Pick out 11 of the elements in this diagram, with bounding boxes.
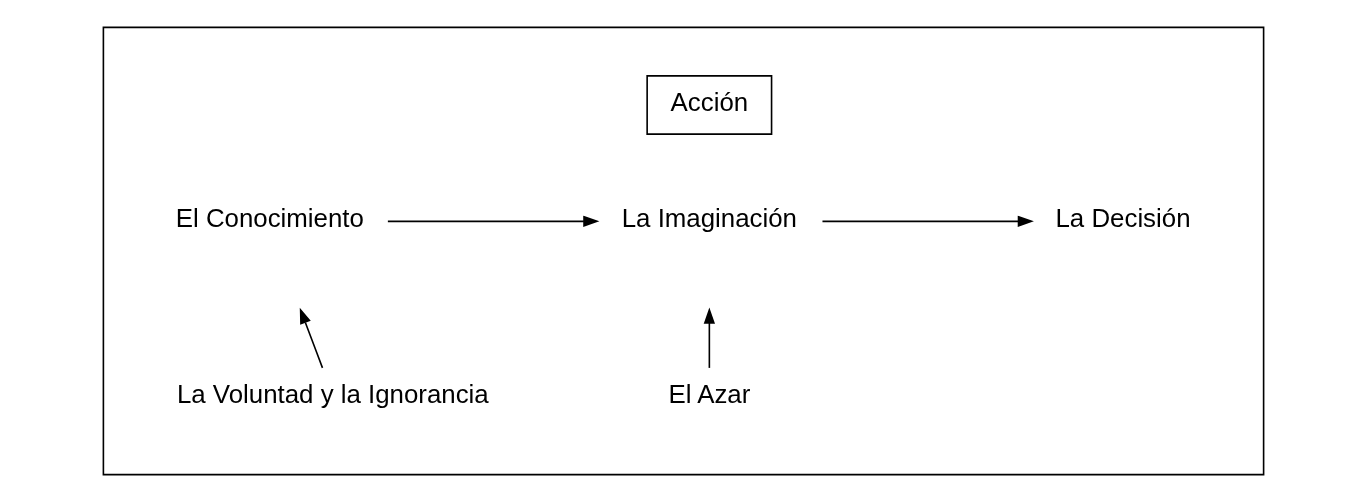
arrow <box>703 307 715 369</box>
arrow <box>386 215 599 227</box>
node-text: La Imaginación <box>621 204 797 233</box>
node-text: La Voluntad y la Ignorancia <box>176 380 489 409</box>
node-text: El Conocimiento <box>175 204 364 233</box>
node-text: El Azar <box>667 380 750 409</box>
arrow <box>299 307 323 369</box>
node-text: La Decisión <box>1055 204 1191 233</box>
node-box: Acción <box>645 75 772 135</box>
cluster <box>102 26 1264 476</box>
arrow <box>821 215 1034 227</box>
